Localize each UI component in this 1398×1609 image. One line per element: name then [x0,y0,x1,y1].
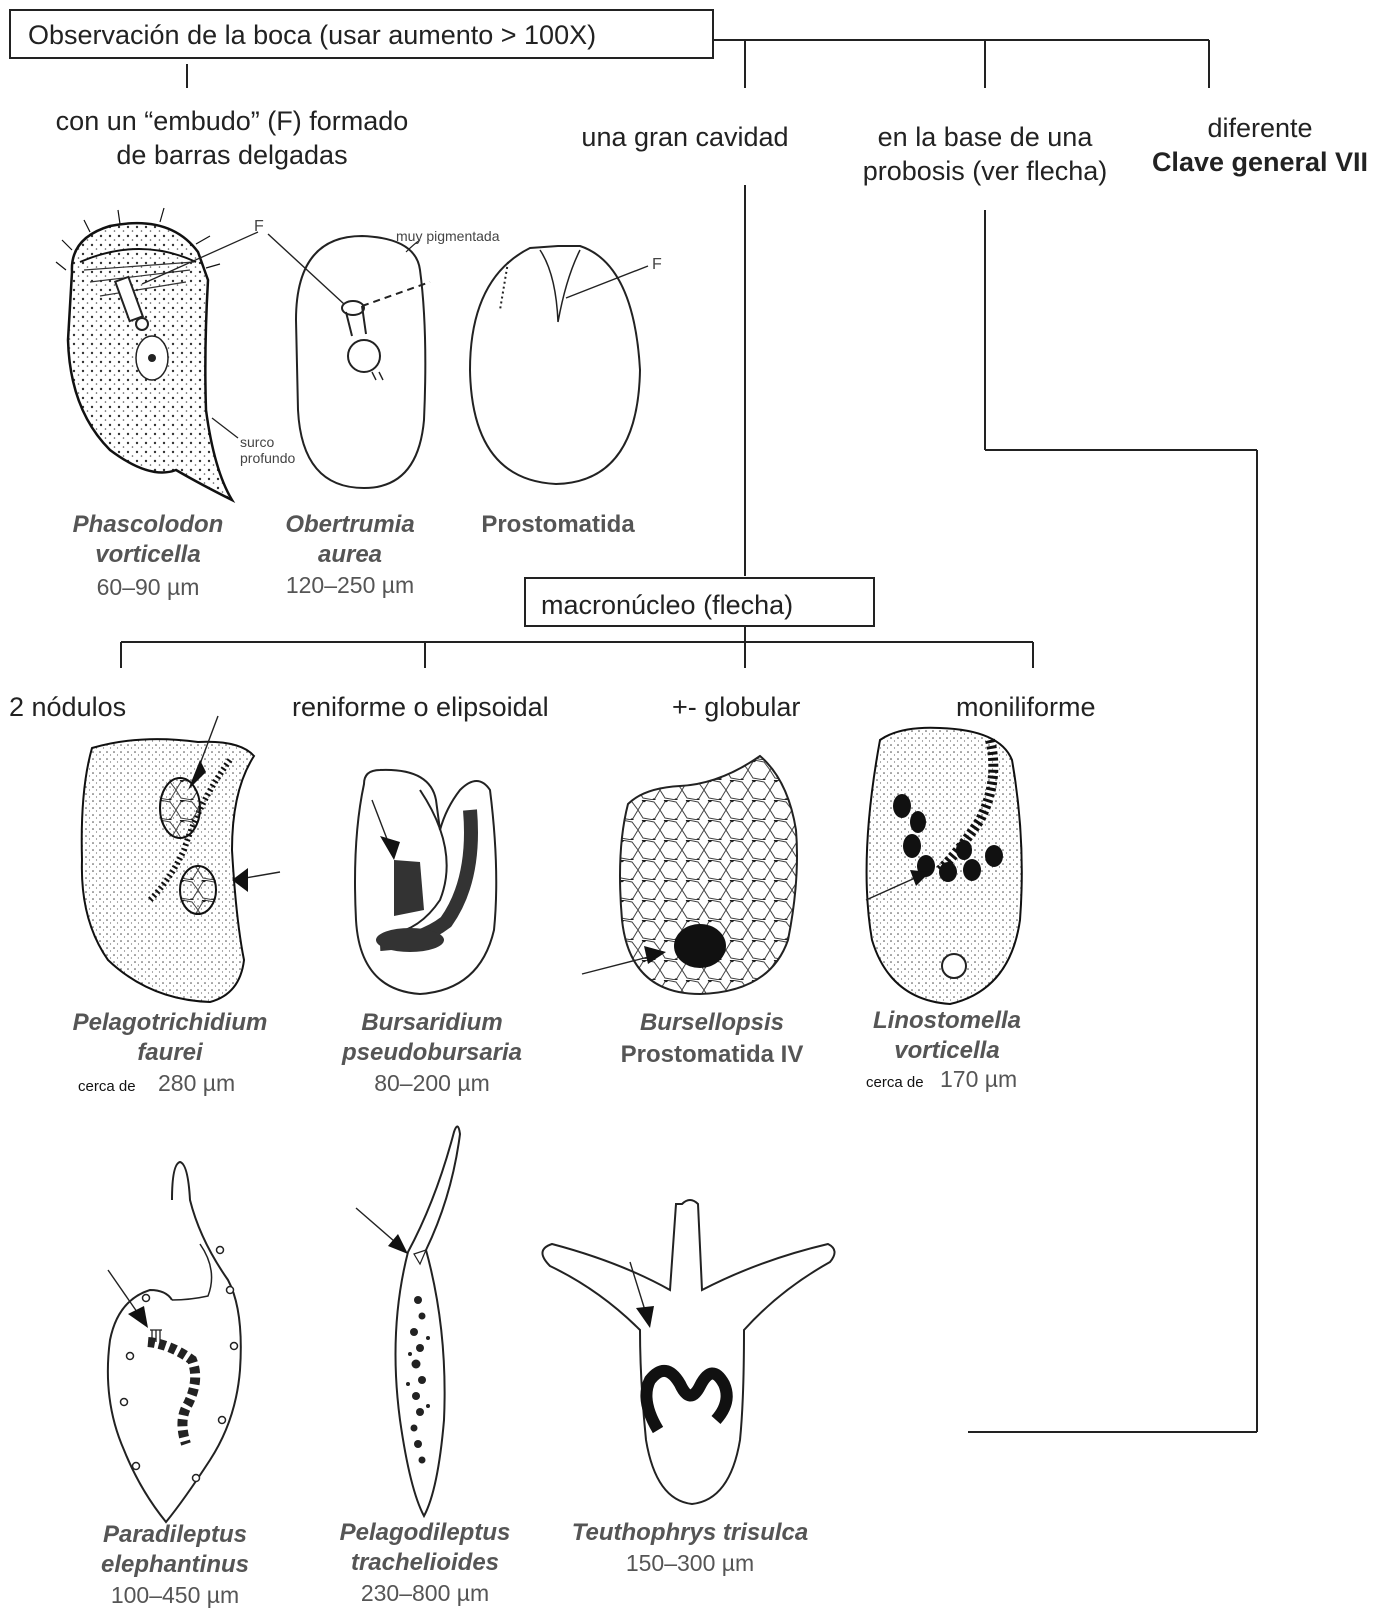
species-obertrumia-genus: Obertrumia [250,510,450,540]
species-bursaridium-size: 80–200 µm [312,1070,552,1097]
species-linostomella-size: 170 µm [940,1066,1017,1093]
annotation-f-phascolodon: F [254,218,264,236]
species-pelagodileptus-size: 230–800 µm [310,1580,540,1607]
species-pelagotrichidium-epithet: faurei [50,1038,290,1068]
species-phascolodon-size: 60–90 µm [48,574,248,601]
pelagotrichidium-drawing [82,716,280,1002]
species-pelagotrichidium-size: 280 µm [158,1070,235,1097]
species-obertrumia-epithet: aurea [250,540,450,570]
species-linostomella-genus: Linostomella [832,1006,1062,1036]
bursaridium-drawing [355,770,496,994]
species-teuthophrys-name: Teuthophrys trisulca [560,1518,820,1548]
species-bursaridium-genus: Bursaridium [312,1008,552,1038]
annotation-f-prostomatida: F [652,256,662,274]
prostomatida-drawing [470,246,648,484]
species-linostomella-epithet: vorticella [832,1036,1062,1066]
linostomella-drawing [866,728,1022,1004]
species-teuthophrys-size: 150–300 µm [560,1550,820,1577]
phascolodon-drawing [56,208,258,500]
species-prostomatida: Prostomatida [458,510,658,540]
species-bursellopsis-group: Prostomatida IV [592,1040,832,1070]
species-pelagotrichidium-genus: Pelagotrichidium [50,1008,290,1038]
species-bursaridium-epithet: pseudobursaria [312,1038,552,1068]
paradileptus-drawing [108,1162,241,1522]
species-phascolodon-genus: Phascolodon [48,510,248,540]
species-pelagotrichidium-prefix: cerca de [78,1078,136,1095]
species-linostomella-prefix: cerca de [866,1074,924,1091]
species-pelagodileptus-epithet: trachelioides [310,1548,540,1578]
species-paradileptus-epithet: elephantinus [60,1550,290,1580]
annotation-profundo: profundo [240,450,295,466]
teuthophrys-drawing [542,1200,834,1504]
species-phascolodon-epithet: vorticella [48,540,248,570]
species-paradileptus-size: 100–450 µm [60,1582,290,1609]
species-pelagodileptus-genus: Pelagodileptus [310,1518,540,1548]
species-obertrumia-size: 120–250 µm [250,572,450,599]
bursellopsis-drawing [582,756,797,994]
pelagodileptus-drawing [356,1126,460,1516]
annotation-muy-pigmentada: muy pigmentada [396,228,500,244]
species-bursellopsis-genus: Bursellopsis [592,1008,832,1038]
species-paradileptus-genus: Paradileptus [60,1520,290,1550]
annotation-surco: surco [240,434,274,450]
